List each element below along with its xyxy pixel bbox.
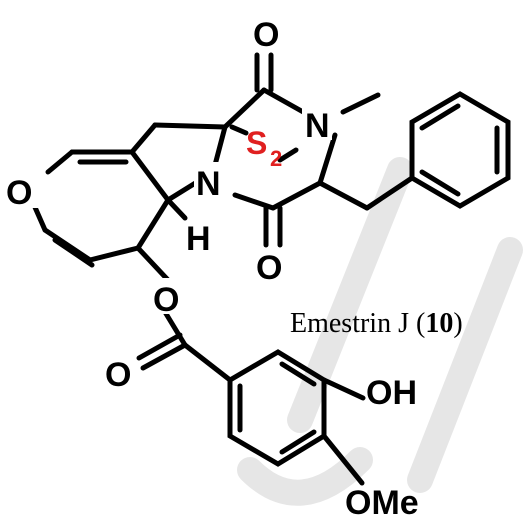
atom-h: H: [186, 220, 211, 258]
atom-n-methyl: N: [305, 107, 330, 145]
atom-oh: OH: [366, 374, 417, 412]
disulfide-bridge-label: S 2: [246, 125, 282, 171]
atom-o-lower: O: [256, 249, 282, 287]
atom-o-oxepin: O: [6, 174, 32, 212]
svg-text:Emestrin J (10): Emestrin J (10): [290, 308, 463, 339]
sulfur-subscript: 2: [270, 146, 282, 171]
bond-lines: [31, 52, 511, 486]
atom-o-carbonyl: O: [105, 356, 131, 394]
atom-o-ester: O: [153, 281, 179, 319]
caption-number: 10: [425, 308, 453, 339]
caption-close: ): [453, 308, 462, 339]
atom-labels: O N N O H O O O OH OMe: [4, 16, 419, 522]
sulfur-symbol: S: [246, 125, 267, 161]
atom-ome: OMe: [345, 484, 419, 522]
atom-o-top: O: [253, 16, 279, 54]
caption-name: Emestrin J (: [290, 308, 425, 339]
compound-caption: Emestrin J (10): [290, 308, 463, 339]
atom-n-ring: N: [196, 165, 221, 203]
